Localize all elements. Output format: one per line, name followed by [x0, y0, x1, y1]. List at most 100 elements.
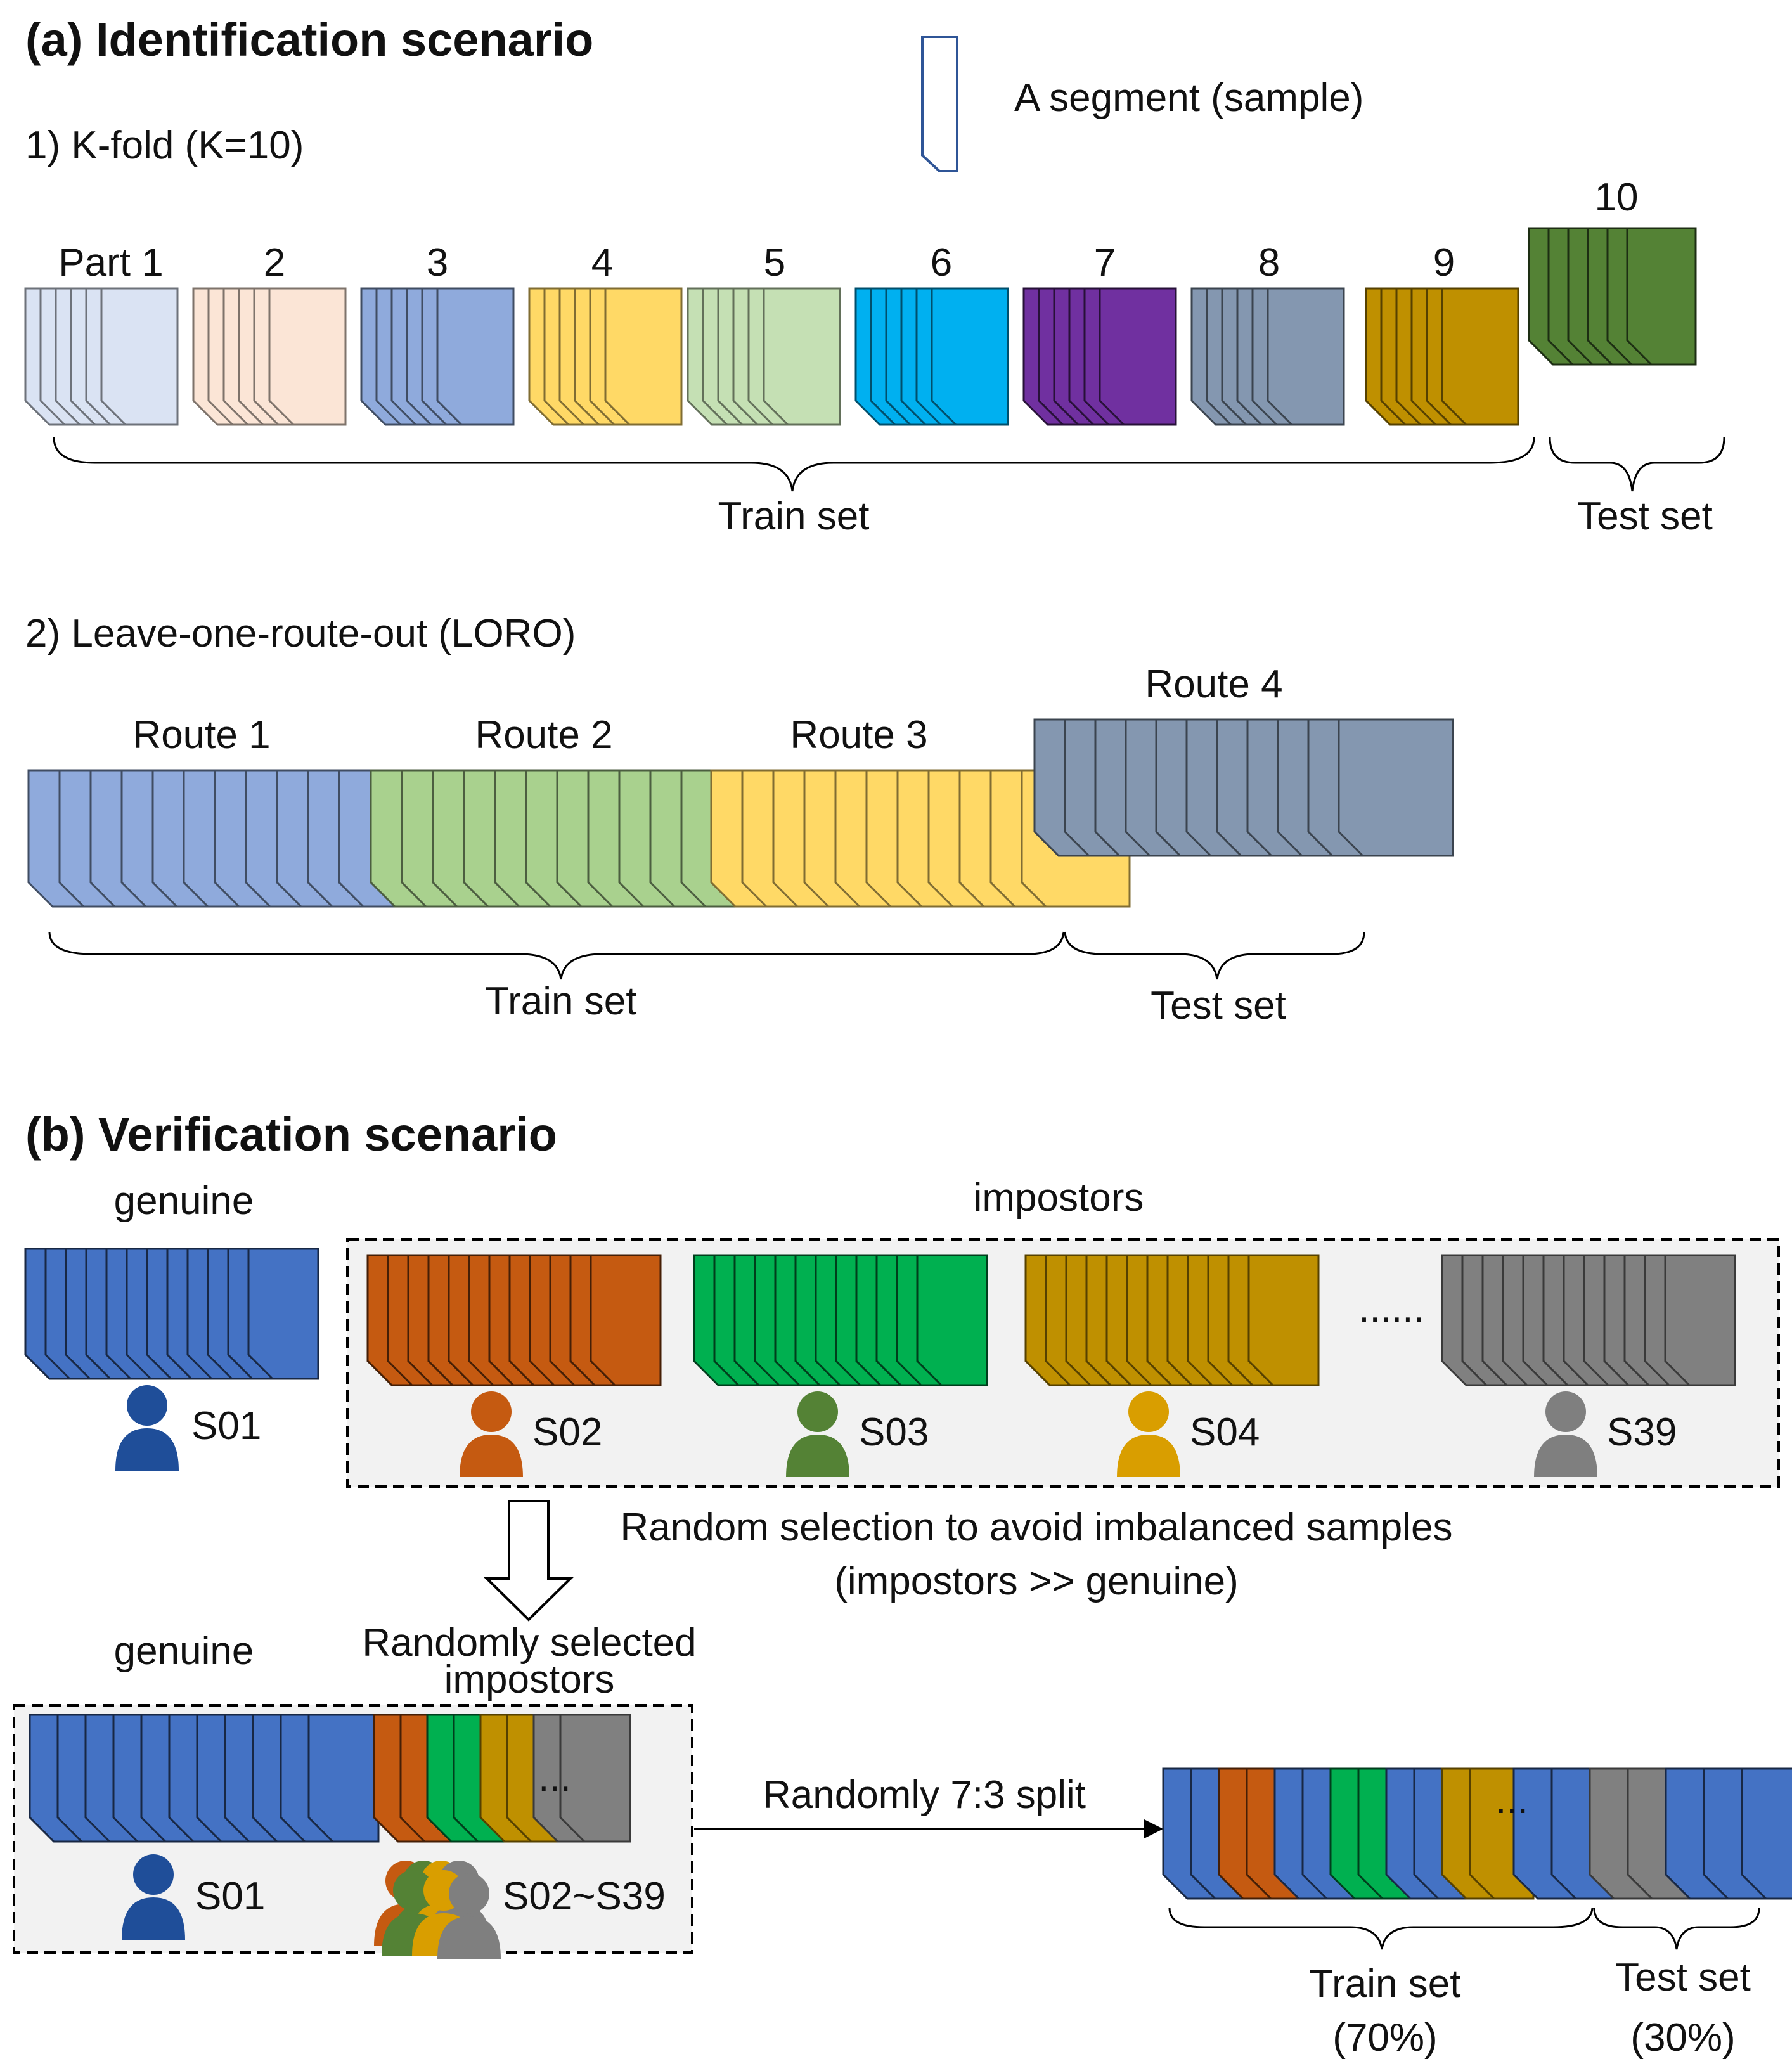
- segment-legend-icon: [921, 36, 958, 172]
- selection-text-line1: Random selection to avoid imbalanced sam…: [620, 1506, 1452, 1549]
- kfold-part-label: 4: [591, 241, 613, 285]
- kfold-title: 1) K-fold (K=10): [25, 124, 304, 167]
- kfold-part-6: [854, 287, 1009, 426]
- kfold-part-7-segment: [1099, 287, 1177, 426]
- kfold-part-10-segment: [1626, 227, 1697, 366]
- random-impostors-line2: impostors: [444, 1658, 615, 1701]
- final-train-line2: (70%): [1332, 2016, 1437, 2060]
- person-icon: [122, 1854, 185, 1940]
- kfold-part-4: [528, 287, 683, 426]
- genuine-label-2: genuine: [114, 1629, 254, 1673]
- final-ellipsis: ...: [1495, 1778, 1528, 1822]
- subject-label: S39: [1607, 1411, 1677, 1454]
- genuine-label: genuine: [114, 1179, 254, 1223]
- selection-text-line2: (impostors >> genuine): [834, 1559, 1239, 1603]
- loro-title: 2) Leave-one-route-out (LORO): [25, 612, 576, 655]
- kfold-part-label: 3: [427, 241, 448, 285]
- subject-label: S01: [191, 1404, 261, 1448]
- subject-s02-blocks-segment: [590, 1254, 662, 1386]
- kfold-test-brace: [1549, 437, 1725, 492]
- subject-s03-blocks-segment: [916, 1254, 988, 1386]
- kfold-train-label: Train set: [718, 494, 870, 538]
- kfold-part-4-segment: [604, 287, 683, 426]
- kfold-part-3: [360, 287, 515, 426]
- subject-s01-blocks-segment: [247, 1248, 319, 1380]
- group-person-icon: [437, 1873, 501, 1959]
- kfold-part-2-segment: [268, 287, 347, 426]
- kfold-blocks: [24, 227, 1697, 426]
- final-test-line1: Test set: [1615, 1956, 1751, 1999]
- loro-route-label: Route 1: [132, 713, 270, 757]
- person-icon: [786, 1391, 849, 1477]
- final-train-brace: [1168, 1908, 1594, 1950]
- kfold-part-label: Part 1: [58, 241, 163, 285]
- kfold-part-label: 2: [264, 241, 285, 285]
- loro-route-label: Route 4: [1145, 662, 1282, 706]
- down-arrow-icon: [484, 1500, 574, 1622]
- kfold-part-8-segment: [1267, 287, 1345, 426]
- kfold-part-5: [687, 287, 841, 426]
- person-icon: [1117, 1391, 1180, 1477]
- final-test-segments: [1512, 1767, 1792, 1900]
- loro-train-brace: [48, 931, 1065, 980]
- final-train-segments: [1162, 1767, 1535, 1900]
- subject-s03-blocks: [693, 1254, 988, 1386]
- kfold-part-label: 7: [1094, 241, 1116, 285]
- final-test-segments-segment: [1741, 1767, 1792, 1900]
- person-icon: [1534, 1391, 1597, 1477]
- loro-route-4-segment: [1338, 718, 1454, 857]
- final-test-brace: [1593, 1908, 1760, 1950]
- section-a-title: (a) Identification scenario: [25, 13, 593, 66]
- kfold-part-1: [24, 287, 179, 426]
- group-label: S02~S39: [503, 1875, 666, 1918]
- kfold-part-3-segment: [436, 287, 515, 426]
- kfold-test-label: Test set: [1577, 494, 1713, 538]
- subject-s01-blocks: [24, 1248, 319, 1380]
- kfold-part-5-segment: [763, 287, 841, 426]
- split-arrow-head-icon: [1144, 1819, 1163, 1838]
- kfold-part-2: [192, 287, 347, 426]
- loro-blocks: [27, 718, 1454, 908]
- selected-genuine: [29, 1714, 380, 1843]
- final-shuffled-blocks: [1162, 1767, 1792, 1900]
- kfold-part-10: [1528, 227, 1697, 366]
- person-icon: [115, 1385, 179, 1471]
- section-b-title: (b) Verification scenario: [25, 1108, 557, 1161]
- kfold-part-label: 6: [931, 241, 952, 285]
- kfold-part-1-segment: [100, 287, 179, 426]
- kfold-part-label: 5: [764, 241, 785, 285]
- random-impostors-line1: Randomly selected: [362, 1621, 696, 1665]
- subject-label: S04: [1190, 1411, 1260, 1454]
- kfold-part-6-segment: [931, 287, 1009, 426]
- kfold-part-label: 10: [1595, 176, 1639, 219]
- subject-s04-blocks-segment: [1247, 1254, 1320, 1386]
- selected-subject-icons: [122, 1854, 501, 1959]
- impostors-ellipsis: ......: [1358, 1287, 1424, 1331]
- kfold-part-labels: Part 1 2 3 4 5 6 7 8 9 10: [58, 176, 1638, 285]
- impostors-label: impostors: [974, 1176, 1144, 1220]
- selected-blocks: [29, 1714, 631, 1843]
- kfold-part-9-segment: [1441, 287, 1519, 426]
- loro-route-4: [1033, 718, 1454, 857]
- selected-impostors-segment: [559, 1714, 631, 1843]
- subject-s02-blocks: [366, 1254, 662, 1386]
- segment-legend-label: A segment (sample): [1014, 76, 1363, 120]
- person-icon: [460, 1391, 523, 1477]
- loro-route-label: Route 2: [475, 713, 612, 757]
- subject-s39-blocks-segment: [1664, 1254, 1736, 1386]
- split-label: Randomly 7:3 split: [763, 1773, 1086, 1817]
- kfold-part-8: [1190, 287, 1345, 426]
- loro-train-label: Train set: [486, 979, 637, 1023]
- loro-test-label: Test set: [1151, 984, 1286, 1028]
- selected-impostors: [373, 1714, 631, 1843]
- mix-ellipsis: ...: [538, 1756, 571, 1800]
- subject-label: S03: [859, 1411, 929, 1454]
- final-test-line2: (30%): [1630, 2016, 1735, 2060]
- kfold-part-label: 9: [1433, 241, 1455, 285]
- kfold-part-label: 8: [1258, 241, 1280, 285]
- selected-genuine-segment: [307, 1714, 380, 1843]
